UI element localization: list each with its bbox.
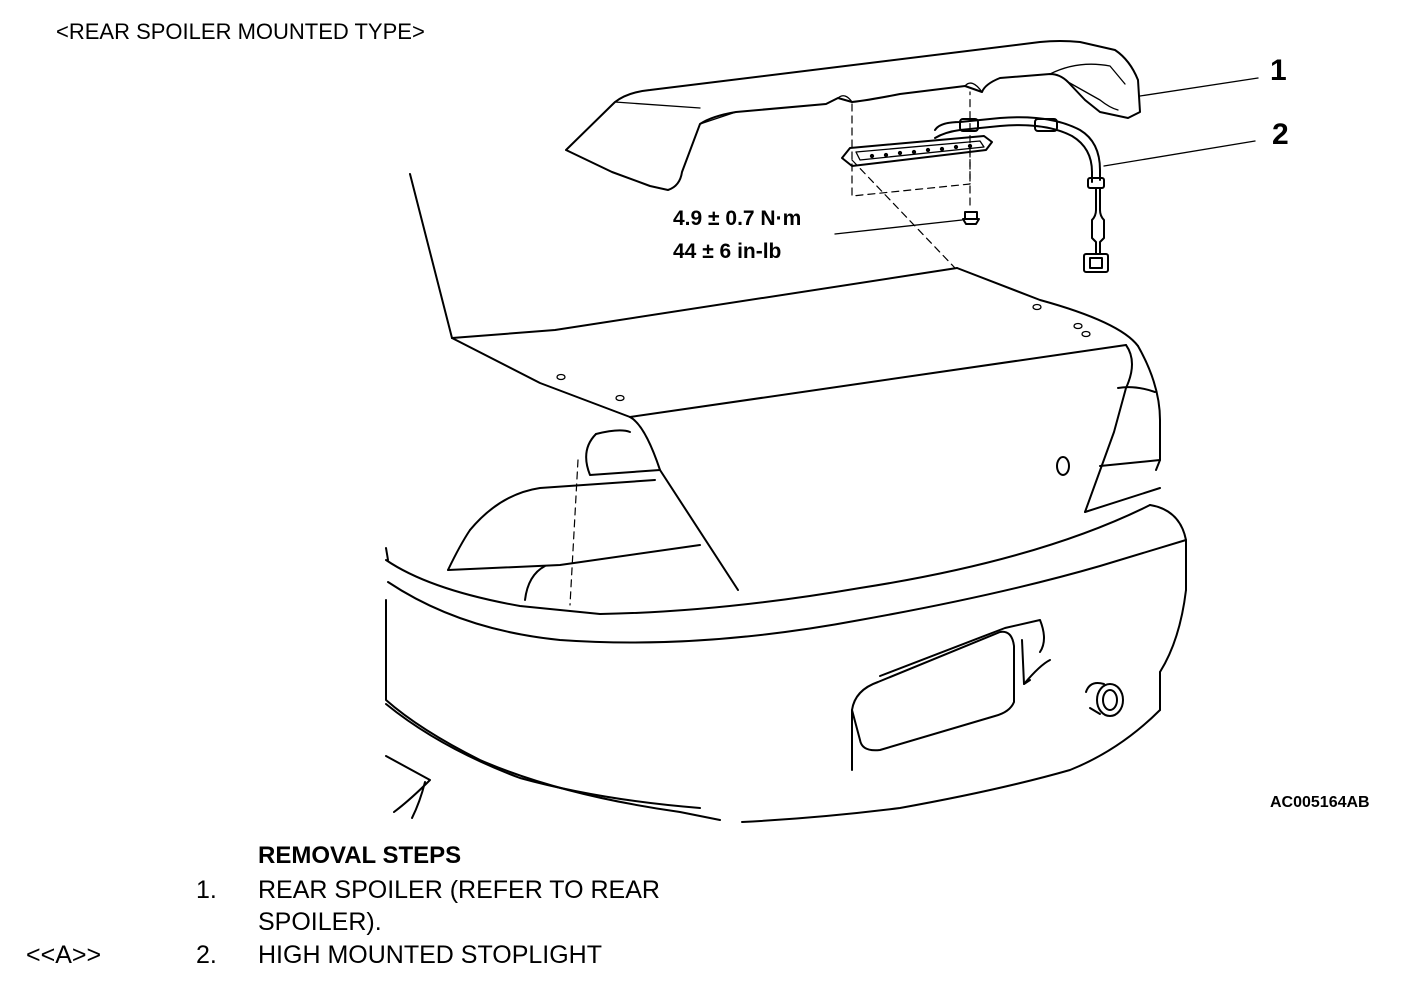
step-1-text-cont: SPOILER). — [258, 908, 382, 936]
vehicle-body — [385, 173, 1187, 823]
step-2-number: 2. — [196, 941, 217, 969]
torque-metric: 4.9 ± 0.7 N·m — [673, 207, 802, 230]
step-1-number: 1. — [196, 876, 217, 904]
diagram-title: <REAR SPOILER MOUNTED TYPE> — [56, 19, 425, 44]
step-1-text: REAR SPOILER (REFER TO REAR — [258, 876, 660, 904]
high-mounted-stoplight — [841, 135, 993, 167]
rear-spoiler — [565, 40, 1141, 191]
mounting-screw — [962, 211, 980, 225]
figure-code: AC005164AB — [1270, 794, 1370, 811]
callout-2-leader — [1103, 140, 1256, 167]
mounting-guide-lines — [851, 91, 971, 269]
torque-imperial: 44 ± 6 in-lb — [673, 240, 782, 263]
removal-steps-heading: REMOVAL STEPS — [258, 842, 462, 869]
callout-1-label: 1 — [1270, 54, 1287, 87]
callout-1-leader — [1139, 77, 1259, 97]
torque-leader — [834, 219, 963, 235]
step-2-text: HIGH MOUNTED STOPLIGHT — [258, 941, 603, 969]
callout-2-label: 2 — [1272, 118, 1289, 151]
stoplight-harness — [934, 116, 1109, 273]
step-2-marker: <<A>> — [26, 941, 102, 969]
stoplight-lens-dots — [869, 143, 973, 159]
